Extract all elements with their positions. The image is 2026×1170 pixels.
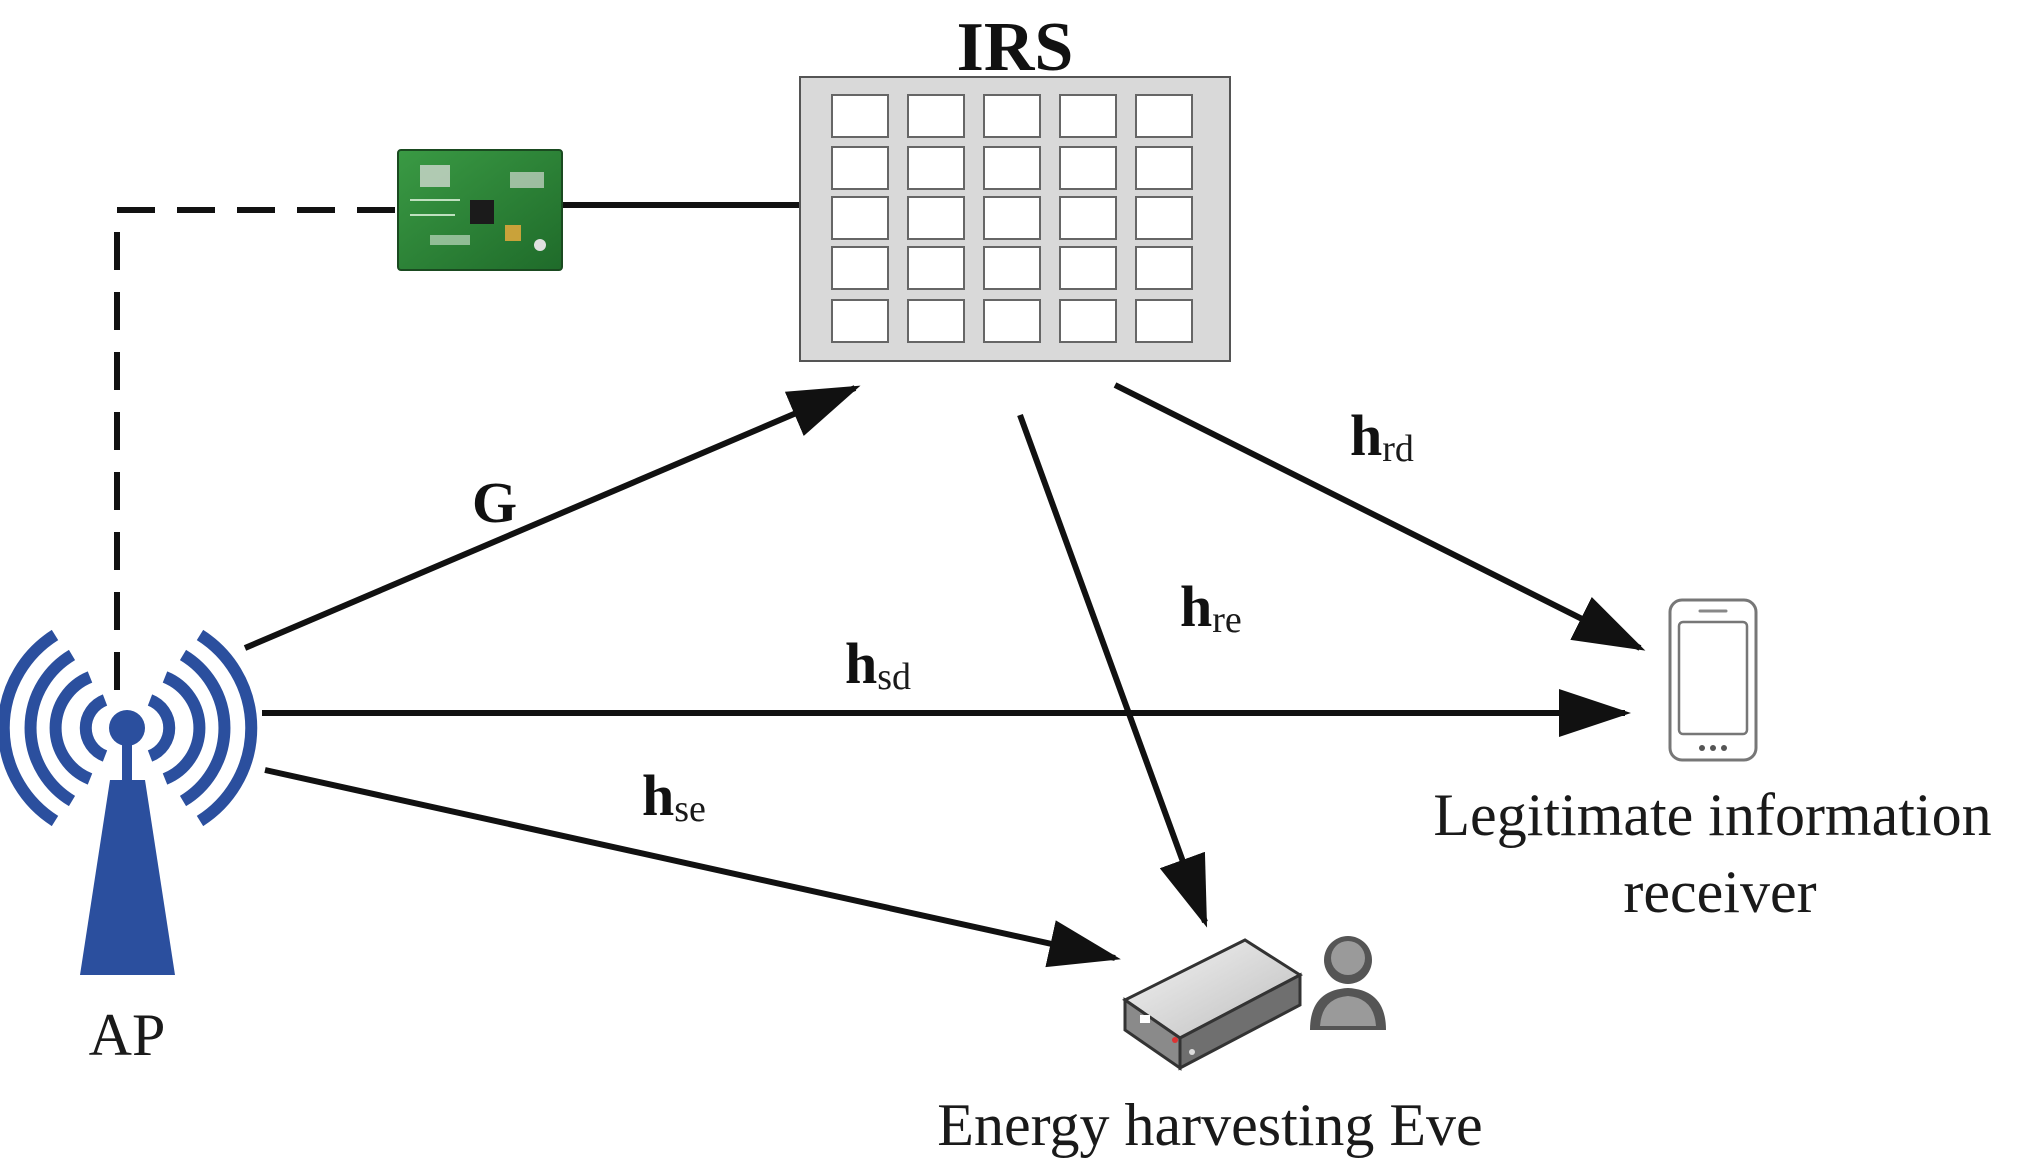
irs-element [1059, 196, 1117, 240]
irs-element [907, 246, 965, 290]
irs-element [1135, 196, 1193, 240]
irs-element [831, 299, 889, 343]
irs-element [1059, 299, 1117, 343]
arrow-h-se [264, 767, 1121, 968]
irs-element [1059, 146, 1117, 190]
irs-element [1135, 246, 1193, 290]
eve-label: Energy harvesting Eve [937, 1092, 1482, 1158]
irs-element [983, 246, 1041, 290]
arrow-h-rd [1113, 382, 1646, 651]
irs-element [1135, 146, 1193, 190]
irs-element [831, 196, 889, 240]
channel-label-h-rd: hrd [1350, 403, 1414, 470]
antenna-mast [80, 710, 175, 975]
user-icon [1310, 936, 1386, 1030]
irs-panel-icon [799, 76, 1231, 362]
channel-label-h-sd: hsd [845, 631, 911, 698]
irs-element [907, 299, 965, 343]
irs-element [983, 196, 1041, 240]
channel-label-h-se: hse [642, 763, 706, 830]
irs-element [1135, 299, 1193, 343]
irs-element [1059, 246, 1117, 290]
irs-element [907, 146, 965, 190]
ap-label: AP [89, 1002, 166, 1068]
arrow-h-re [1017, 413, 1208, 928]
irs-element [831, 246, 889, 290]
router-device-icon [1122, 938, 1303, 1071]
channel-label-h-re: hre [1180, 574, 1242, 641]
irs-element [1059, 94, 1117, 138]
irs-element [983, 299, 1041, 343]
arrow-G [243, 385, 861, 651]
receiver-label: Legitimate information receiver [1433, 782, 2006, 925]
antenna-tower-icon [0, 629, 258, 827]
channel-label-G: G [472, 470, 517, 535]
irs-title: IRS [957, 9, 1074, 86]
control-link-dashed [114, 207, 398, 690]
irs-element [1135, 94, 1193, 138]
irs-element [907, 94, 965, 138]
irs-element [907, 196, 965, 240]
irs-element [831, 146, 889, 190]
irs-element [983, 94, 1041, 138]
irs-element [831, 94, 889, 138]
smartphone-icon [1668, 598, 1758, 762]
controller-board-icon [397, 149, 563, 271]
irs-element [983, 146, 1041, 190]
